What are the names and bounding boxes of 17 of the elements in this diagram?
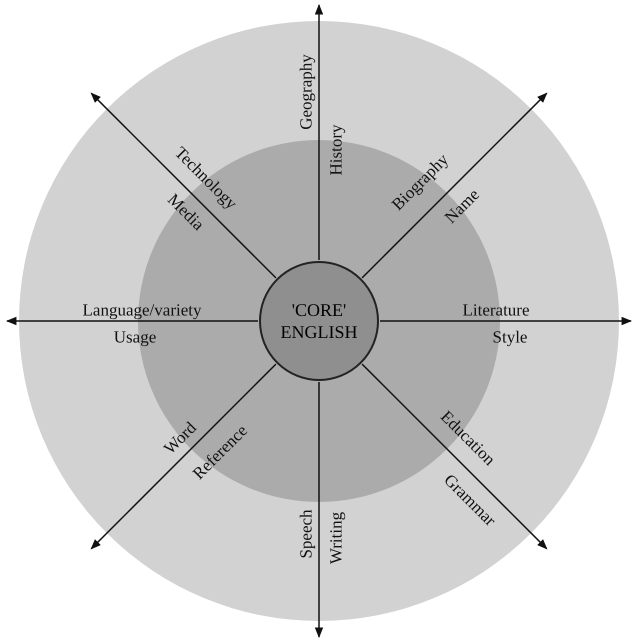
topic-label: Usage: [114, 328, 156, 346]
core-circle: 'CORE' ENGLISH: [259, 261, 379, 381]
topic-label: Style: [492, 328, 528, 346]
arrow: [314, 382, 324, 638]
topic-label: Language/variety: [82, 302, 202, 318]
topic-label: History: [328, 124, 344, 176]
arrow: [6, 316, 258, 326]
arrow: [90, 92, 276, 278]
arrow: [380, 316, 632, 326]
topic-label: Speech: [298, 509, 314, 559]
arrow: [362, 92, 548, 278]
arrow: [314, 4, 324, 260]
arrow: [362, 364, 548, 550]
topic-label: Writing: [328, 512, 344, 564]
topic-label: Geography: [298, 54, 314, 130]
arrow: [90, 364, 276, 550]
topic-label: Literature: [462, 302, 530, 318]
